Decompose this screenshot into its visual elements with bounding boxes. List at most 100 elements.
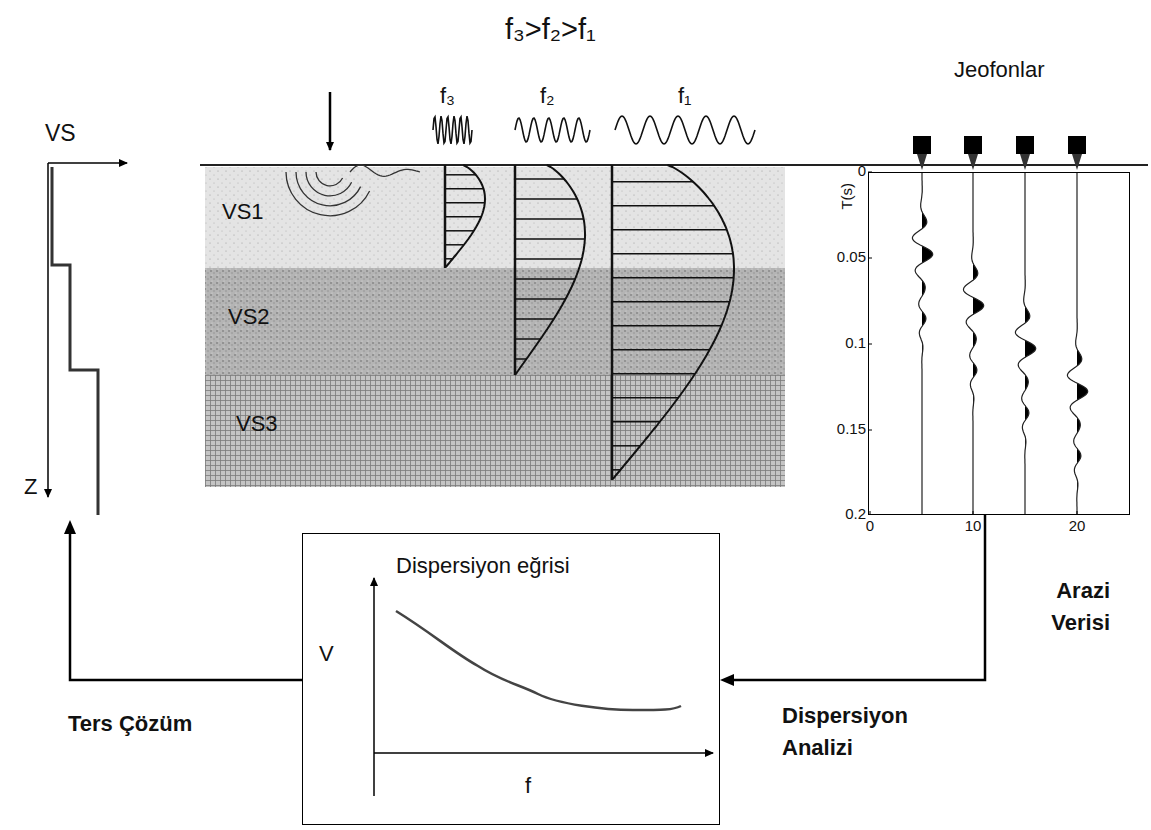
axis-label: 0.15 <box>837 421 866 438</box>
connector-line <box>70 530 302 680</box>
geophone-spike <box>968 154 978 170</box>
axis-label: 0 <box>858 163 866 180</box>
hatch <box>515 278 575 280</box>
hatch <box>612 373 695 375</box>
mode-axis <box>611 165 614 480</box>
axis-label: 10 <box>965 518 982 535</box>
axis-label: T(s) <box>839 183 856 210</box>
axis <box>48 162 127 164</box>
dispersion-box: Dispersiyon eğrisiVf <box>302 533 720 825</box>
wavefront <box>286 172 370 216</box>
hatch <box>515 258 582 260</box>
wavelet <box>515 118 590 142</box>
hatch <box>612 421 660 423</box>
hatch <box>612 325 721 327</box>
hatch <box>612 349 710 351</box>
hatch <box>515 178 564 180</box>
wavelet <box>433 116 472 144</box>
axis-label: 0.2 <box>845 506 866 523</box>
ground-line <box>200 164 1148 166</box>
wavefront <box>316 172 343 186</box>
node-text: f <box>525 774 531 798</box>
hatch <box>612 229 727 231</box>
axis <box>373 578 375 796</box>
axis-label: 0 <box>866 518 874 535</box>
flow-arrow <box>64 520 302 680</box>
axis <box>47 163 49 497</box>
mode-axis <box>514 165 517 375</box>
mode-shapes <box>445 165 734 480</box>
symbol-label: VS1 <box>222 200 264 224</box>
hatch <box>515 358 526 360</box>
hatch <box>445 174 476 176</box>
hatch <box>515 318 554 320</box>
axis-label: 20 <box>1069 518 1086 535</box>
hatch <box>445 216 481 218</box>
hatch <box>515 338 541 340</box>
symbol-label: f₃ <box>440 84 455 108</box>
edge-label: Dispersiyon Analizi <box>782 700 952 764</box>
hatch <box>612 469 621 471</box>
trace <box>964 172 984 515</box>
trace-fill <box>1077 172 1088 515</box>
wavefront <box>296 172 361 206</box>
dispersion-curve <box>396 611 681 710</box>
soil-layer <box>205 268 785 375</box>
hatch <box>612 397 678 399</box>
geophone <box>964 136 982 154</box>
soil-layer <box>205 375 785 487</box>
edge-label: Ters Çözüm <box>68 708 258 740</box>
wavelet <box>615 116 755 144</box>
node-text: Jeofonlar <box>954 58 1045 82</box>
geophone <box>1068 136 1086 154</box>
axis-ticks <box>868 172 1077 515</box>
hatch <box>515 238 585 240</box>
seismogram-panel: Jeofonlar <box>868 172 1130 515</box>
source-arrow <box>329 92 332 150</box>
vs-step-profile <box>52 167 98 515</box>
node-text: VS <box>45 121 76 146</box>
hatch <box>445 188 484 190</box>
hatch <box>515 218 584 220</box>
node-text: Z <box>24 475 37 499</box>
hatch <box>515 298 566 300</box>
axis-label: 0.05 <box>837 249 866 266</box>
geophone <box>1016 136 1034 154</box>
hatch <box>445 258 453 260</box>
geophones <box>913 136 1086 170</box>
hatch <box>612 205 714 207</box>
trace <box>1015 172 1035 515</box>
trace <box>1067 172 1087 515</box>
mode-shape <box>446 165 485 267</box>
node-text: Dispersiyon eğrisi <box>396 554 570 578</box>
hatch <box>612 253 733 255</box>
hatch <box>612 301 730 303</box>
hatch <box>445 244 464 246</box>
wavefront <box>306 172 352 196</box>
symbol-label: VS3 <box>236 412 278 436</box>
hatch <box>445 230 474 232</box>
hatch <box>445 202 485 204</box>
connector-line <box>730 515 985 680</box>
axis <box>374 752 713 754</box>
title: f₃>f₂>f₁ <box>505 14 596 46</box>
surface-wave <box>350 165 420 176</box>
geophone-spike <box>1020 154 1030 170</box>
hatch <box>515 198 577 200</box>
geophone-spike <box>917 154 927 170</box>
flow-arrow <box>720 515 985 686</box>
symbol-label: f₂ <box>540 84 555 108</box>
trace <box>912 172 932 515</box>
wavefronts <box>286 165 420 216</box>
wavelets <box>433 116 755 144</box>
axis-label: 0.1 <box>845 335 866 352</box>
seismic-traces <box>912 172 1087 515</box>
flow-label: Arazi Verisi <box>1000 575 1110 639</box>
symbol-label: VS2 <box>228 305 270 329</box>
symbol-label: f₁ <box>678 84 692 108</box>
vs-profile: VS Z <box>15 105 135 520</box>
geophone-spike <box>1072 154 1082 170</box>
trace-fill <box>922 172 933 515</box>
vs-axes <box>15 105 135 520</box>
hatch <box>612 277 734 279</box>
